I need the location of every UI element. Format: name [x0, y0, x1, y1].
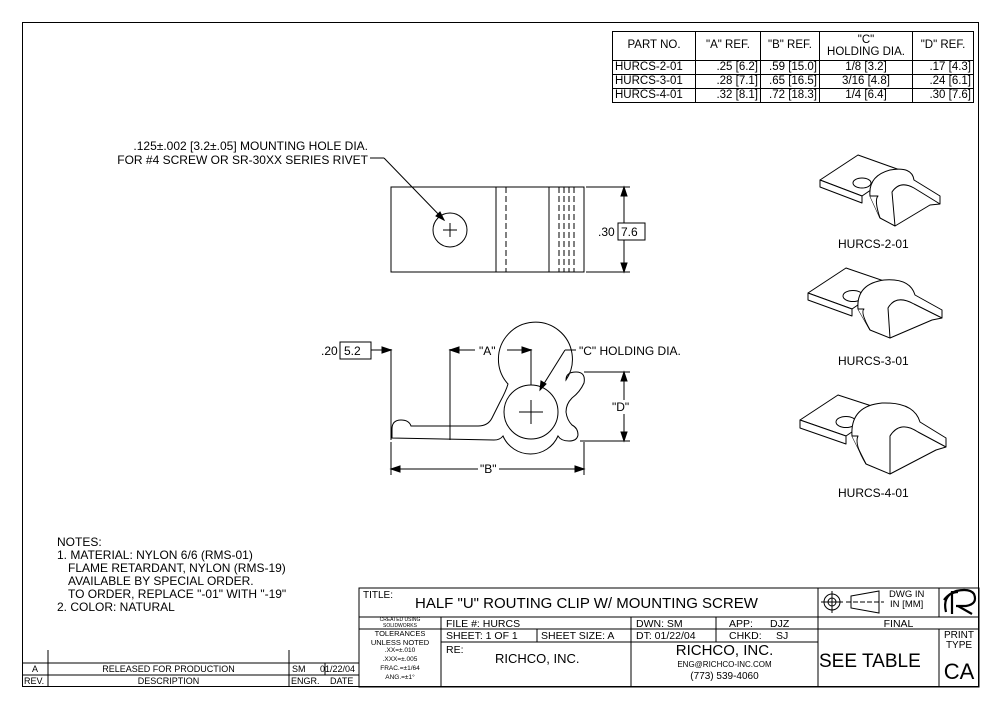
rev-label: REV.: [24, 676, 45, 686]
rev-value: A: [32, 664, 39, 674]
table-row: HURCS-3-01 .28 [7.1] .65 [16.5] 3/16 [4.…: [612, 74, 974, 89]
iso-clip-4: [799, 394, 947, 475]
tolerance-line: .XX=±.010: [384, 647, 416, 655]
drawing-date: DT: 01/22/04: [636, 630, 696, 642]
thick-dim-metric: 5.2: [344, 344, 361, 358]
spec-table: PART NO. "A" REF. "B" REF. "C"HOLDING DI…: [612, 31, 974, 103]
iso-label-2: HURCS-2-01: [838, 237, 909, 251]
app-value: DJZ: [770, 618, 790, 630]
cell: 1/4 [6.4]: [819, 88, 913, 103]
tolerance-line: TOLERANCES: [374, 629, 426, 638]
hole-callout-line1: .125±.002 [3.2±.05] MOUNTING HOLE DIA.: [133, 139, 368, 153]
title-block-frame: [358, 587, 980, 688]
note-line: FLAME RETARDANT, NYLON (RMS-19): [68, 561, 286, 575]
iso-label-4: HURCS-4-01: [838, 486, 909, 500]
richco-logo: [943, 588, 977, 615]
header-d-ref: "D" REF.: [912, 31, 974, 61]
created-using: CREATED USING SOLIDWORKS: [359, 617, 441, 629]
company-name: RICHCO, INC.: [675, 642, 774, 659]
file-number: FILE #: HURCS: [446, 618, 521, 630]
third-angle-projection-icon: [821, 590, 884, 614]
tolerance-line: .XXX=±.005: [382, 656, 418, 664]
b-arrow-right: [574, 465, 586, 473]
iso-clip-2: [819, 154, 941, 227]
tolerances: TOLERANCES UNLESS NOTED .XX=±.010 .XXX=±…: [359, 629, 441, 682]
print-type-label-line: PRINT: [944, 630, 974, 641]
dim-d-label: "D": [611, 400, 631, 414]
iso-clip-3: [807, 267, 943, 339]
print-type-label: PRINT TYPE: [939, 631, 979, 651]
dim-c-label: "C" HOLDING DIA.: [579, 344, 681, 358]
chkd-value: SJ: [776, 630, 789, 642]
status-final: FINAL: [883, 618, 914, 630]
dwg-units: DWG IN IN [MM]: [889, 590, 924, 610]
header-c-holding: "C"HOLDING DIA.: [819, 31, 913, 61]
height-dim-metric: 7.6: [621, 225, 638, 239]
rev-description: RELEASED FOR PRODUCTION: [102, 664, 235, 674]
thick-arrow-left: [381, 346, 393, 354]
print-type-label-line: TYPE: [945, 640, 973, 651]
created-using-line: SOLIDWORKS: [383, 622, 417, 629]
drawn-by: DWN: SM: [636, 618, 683, 630]
print-type-value: CA: [943, 659, 975, 684]
note-line: TO ORDER, REPLACE "-01" WITH "-19": [68, 587, 287, 601]
table-row: HURCS-4-01 .32 [8.1] .72 [18.3] 1/4 [6.4…: [612, 88, 974, 103]
re-value: RICHCO, INC.: [495, 651, 580, 666]
tolerance-line: FRAC.=±1/64: [380, 664, 420, 672]
rev-engr: SM: [292, 664, 306, 674]
tolerance-line: ANG.=±1°: [385, 673, 415, 681]
sheet-size: SHEET SIZE: A: [541, 630, 615, 642]
sheet-number: SHEET: 1 OF 1: [446, 630, 518, 642]
drawing-title: HALF "U" ROUTING CLIP W/ MOUNTING SCREW: [415, 595, 758, 612]
hole-leader-diag: [383, 157, 445, 221]
a-arrow-right: [521, 346, 533, 354]
header-a-ref: "A" REF.: [695, 31, 761, 61]
thick-arrow-right: [448, 346, 460, 354]
dim-a-label: "A": [479, 344, 496, 358]
c-leader-arrow: [539, 380, 547, 392]
date-label: DATE: [330, 676, 354, 686]
thick-metric-box: [339, 341, 372, 360]
re-label: RE:: [446, 644, 464, 656]
clip-profile: [391, 321, 585, 455]
hole-callout-line2: FOR #4 SCREW OR SR-30XX SERIES RIVET: [117, 153, 368, 167]
cell: .30 [7.6]: [912, 88, 974, 103]
d-arrow-top: [620, 370, 628, 382]
header-c: "C": [857, 33, 875, 46]
dwg-in-line: IN [MM]: [890, 599, 924, 610]
tolerance-line: UNLESS NOTED: [370, 637, 430, 647]
height-dim-value: .30: [598, 225, 615, 239]
mounting-hole: [432, 212, 468, 248]
desc-label: DESCRIPTION: [137, 676, 200, 686]
height-arrow-bottom: [620, 262, 628, 274]
part-see-table: SEE TABLE: [819, 651, 921, 672]
height-metric-box: [617, 222, 646, 241]
dim-b-label: "B": [478, 462, 499, 476]
company-email: ENG@RICHCO-INC.COM: [677, 660, 772, 669]
table-row: HURCS-2-01 .25 [6.2] .59 [15.0] 1/8 [3.2…: [612, 60, 974, 75]
chkd-label: CHKD:: [729, 630, 762, 642]
company-phone: (773) 539-4060: [690, 671, 759, 682]
header-holding-dia: HOLDING DIA.: [827, 46, 905, 58]
note-line: 1. MATERIAL: NYLON 6/6 (RMS-01): [57, 548, 253, 562]
engr-label: ENGR.: [291, 676, 320, 686]
rev-date: 01/22/04: [320, 664, 356, 674]
d-arrow-bottom: [620, 431, 628, 443]
thick-dim-value: .20: [321, 344, 338, 358]
created-using-line: CREATED USING: [379, 617, 421, 623]
height-arrow-top: [620, 185, 628, 197]
note-line: 2. COLOR: NATURAL: [57, 600, 175, 614]
b-arrow-left: [389, 465, 401, 473]
top-view-outline: [390, 186, 585, 273]
hole-callout: .125±.002 [3.2±.05] MOUNTING HOLE DIA. F…: [114, 139, 368, 167]
notes-heading: NOTES:: [57, 535, 102, 549]
title-label: TITLE:: [363, 590, 394, 601]
iso-label-3: HURCS-3-01: [838, 354, 909, 368]
notes: NOTES: 1. MATERIAL: NYLON 6/6 (RMS-01) F…: [57, 536, 286, 614]
note-line: AVAILABLE BY SPECIAL ORDER.: [68, 574, 254, 588]
dwg-in-line: DWG IN: [889, 589, 925, 600]
app-label: APP:: [729, 618, 753, 630]
